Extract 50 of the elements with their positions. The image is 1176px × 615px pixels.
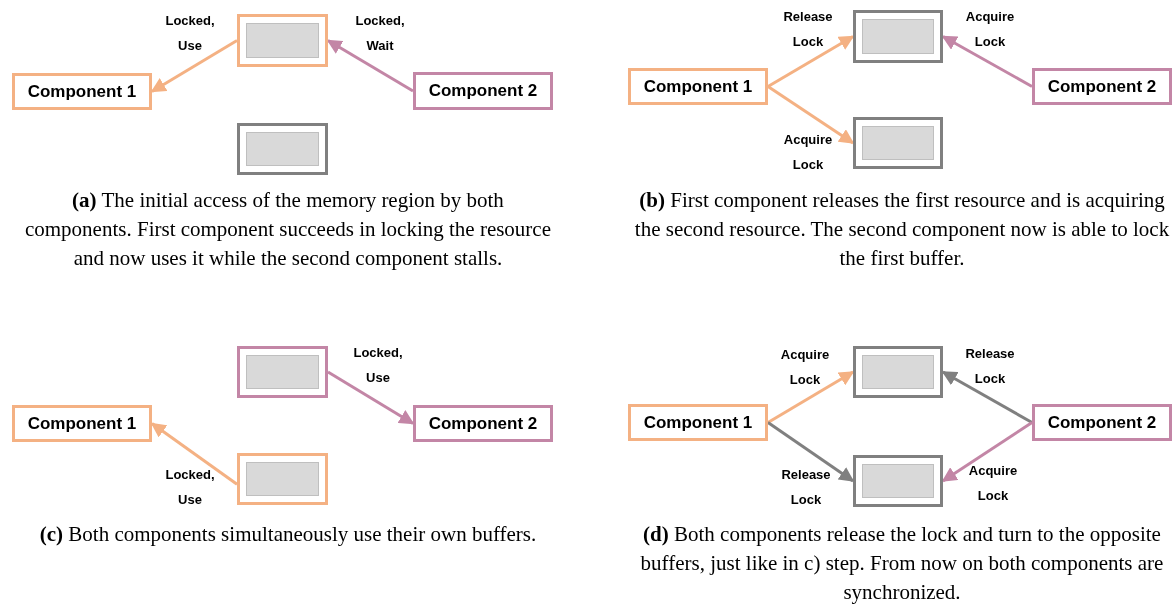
buffer-box	[237, 14, 328, 67]
component-box	[628, 68, 768, 105]
component-box	[413, 72, 553, 110]
figure-caption: (d) Both components release the lock and turn to the opposite buffers, just like in c) step. From now on both components are synchronized.	[639, 521, 1165, 606]
arrow	[941, 421, 1033, 483]
arrow	[150, 422, 238, 486]
arrow	[941, 35, 1033, 88]
component-label: Component 2	[428, 413, 538, 434]
buffer-box	[853, 455, 943, 507]
arrow	[941, 370, 1033, 424]
buffer-box	[853, 117, 943, 169]
figure-caption: (a) The initial access of the memory region by both components. First component succeeds in locking the resource and now uses it while the second component stalls.	[23, 187, 552, 272]
arrow	[327, 370, 415, 425]
edge-label: Acquire Lock	[779, 346, 831, 389]
edge-label: Acquire Lock	[782, 131, 834, 174]
arrow	[767, 421, 855, 483]
arrow	[326, 39, 414, 93]
component-box	[413, 405, 553, 442]
arrow	[150, 39, 238, 93]
buffer-box	[237, 346, 328, 398]
arrow	[767, 35, 855, 88]
edge-label: Release Lock	[780, 466, 832, 509]
component-label: Component 1	[27, 413, 137, 434]
component-label: Component 2	[1047, 412, 1157, 433]
edge-label: Locked, Wait	[354, 12, 406, 55]
edge-label: Locked, Use	[352, 344, 404, 387]
component-label: Component 2	[1047, 76, 1157, 97]
figure-caption: (b) First component releases the first resource and is acquiring the second resource. The second component now is able to lock the first buffer.	[634, 187, 1170, 272]
figure-caption: (c) Both components simultaneously use their own buffers.	[38, 521, 538, 548]
buffer-box	[853, 346, 943, 398]
component-box	[628, 404, 768, 441]
arrow	[767, 370, 855, 424]
edge-label: Locked, Use	[164, 12, 216, 55]
edge-label: Release Lock	[964, 345, 1016, 388]
component-label: Component 1	[643, 76, 753, 97]
component-box	[1032, 404, 1172, 441]
component-label: Component 1	[643, 412, 753, 433]
edge-label: Acquire Lock	[964, 8, 1016, 51]
buffer-box	[237, 123, 328, 175]
edge-label: Locked, Use	[164, 466, 216, 509]
component-box	[1032, 68, 1172, 105]
component-label: Component 1	[27, 81, 137, 102]
edge-label: Acquire Lock	[967, 462, 1019, 505]
buffer-box	[237, 453, 328, 505]
component-box	[12, 73, 152, 110]
buffer-box	[853, 10, 943, 63]
arrow	[767, 85, 855, 145]
edge-label: Release Lock	[782, 8, 834, 51]
component-box	[12, 405, 152, 442]
component-label: Component 2	[428, 81, 538, 101]
